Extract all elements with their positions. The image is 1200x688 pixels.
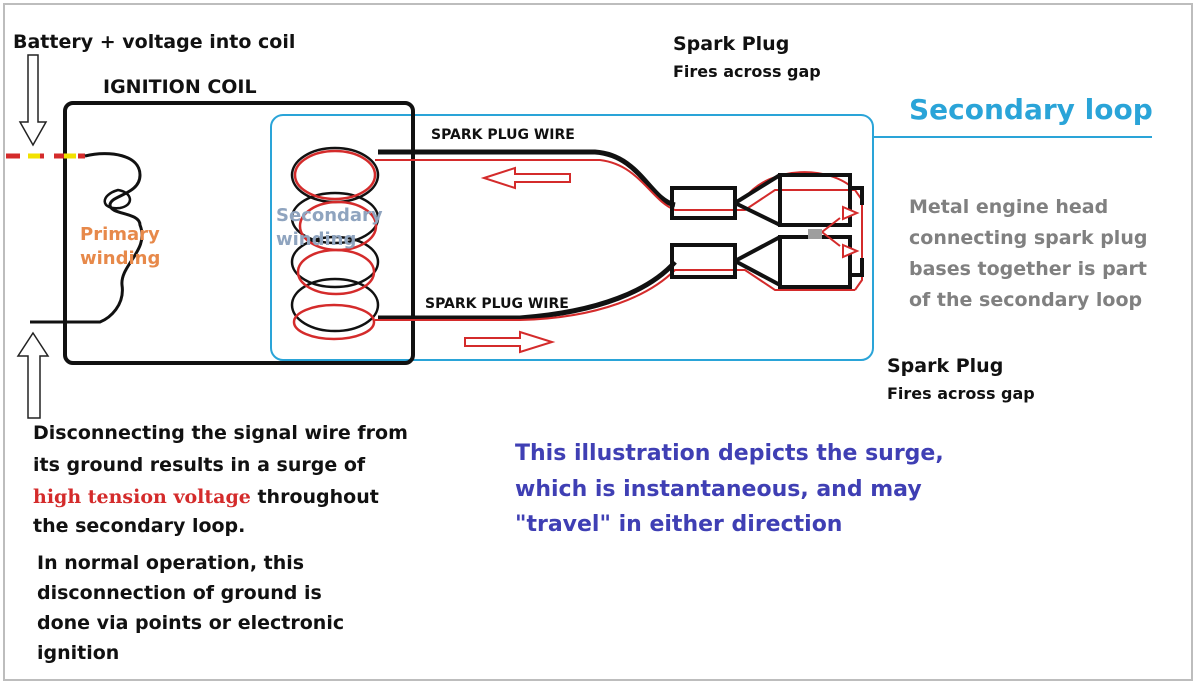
spark-plug-wire-label-top: SPARK PLUG WIRE [431, 127, 575, 143]
engine-head-note-line: of the secondary loop [909, 289, 1143, 311]
illustration-note-line: This illustration depicts the surge, [515, 441, 944, 466]
spark-plug-bottom-subtitle: Fires across gap [887, 384, 1035, 403]
image-frame [3, 3, 1193, 681]
high-tension-voltage-highlight: high tension voltage [33, 486, 251, 508]
normal-operation-note-line: In normal operation, this [37, 552, 305, 574]
engine-head-note-line: connecting spark plug [909, 227, 1148, 249]
spark-plug-bottom-title: Spark Plug [887, 355, 1004, 377]
spark-plug-wire-label-bottom: SPARK PLUG WIRE [425, 296, 569, 312]
spark-plug-top [670, 173, 864, 227]
disconnect-note-line: its ground results in a surge of [33, 454, 366, 476]
surge-path-engine-head [744, 171, 863, 291]
illustration-note-line: "travel" in either direction [515, 512, 843, 537]
spark-gap-markers [808, 205, 860, 259]
secondary-loop-box [270, 114, 874, 361]
engine-head-note-line: Metal engine head [909, 196, 1109, 218]
flow-arrow-right [464, 330, 556, 354]
ignition-coil-body [63, 101, 415, 365]
surge-path-bottom [375, 269, 855, 321]
spark-plug-wire-bottom [378, 260, 677, 321]
illustration-note-line: which is instantaneous, and may [515, 477, 922, 502]
disconnect-note-line: the secondary loop. [33, 515, 246, 537]
primary-winding [30, 152, 144, 324]
spark-plug-top-subtitle: Fires across gap [673, 62, 821, 81]
normal-operation-note-line: done via points or electronic [37, 612, 345, 634]
disconnect-note-fragment: throughout [250, 486, 379, 508]
battery-label: Battery + voltage into coil [13, 31, 296, 53]
spark-plug-bottom [670, 235, 864, 289]
spark-plug-wire-top [378, 149, 676, 208]
battery-input-arrow [18, 54, 48, 147]
surge-path-top [375, 159, 855, 211]
primary-winding-loop [103, 188, 132, 210]
spark-plug-top-title: Spark Plug [673, 33, 790, 55]
normal-operation-note-line: ignition [37, 642, 120, 664]
ground-arrow [16, 331, 50, 419]
secondary-winding-label: Secondary winding [276, 205, 383, 251]
ignition-coil-title: IGNITION COIL [103, 76, 257, 98]
secondary-winding [290, 146, 380, 341]
flow-arrow-left [480, 166, 571, 190]
disconnect-note-line: Disconnecting the signal wire from [33, 422, 408, 444]
secondary-loop-label: Secondary loop [909, 93, 1153, 126]
engine-head-note-line: bases together is part [909, 258, 1147, 280]
disconnect-note-line: high tension voltage throughout [33, 486, 379, 509]
normal-operation-note-line: disconnection of ground is [37, 582, 322, 604]
primary-winding-label: Primary winding [80, 224, 161, 270]
